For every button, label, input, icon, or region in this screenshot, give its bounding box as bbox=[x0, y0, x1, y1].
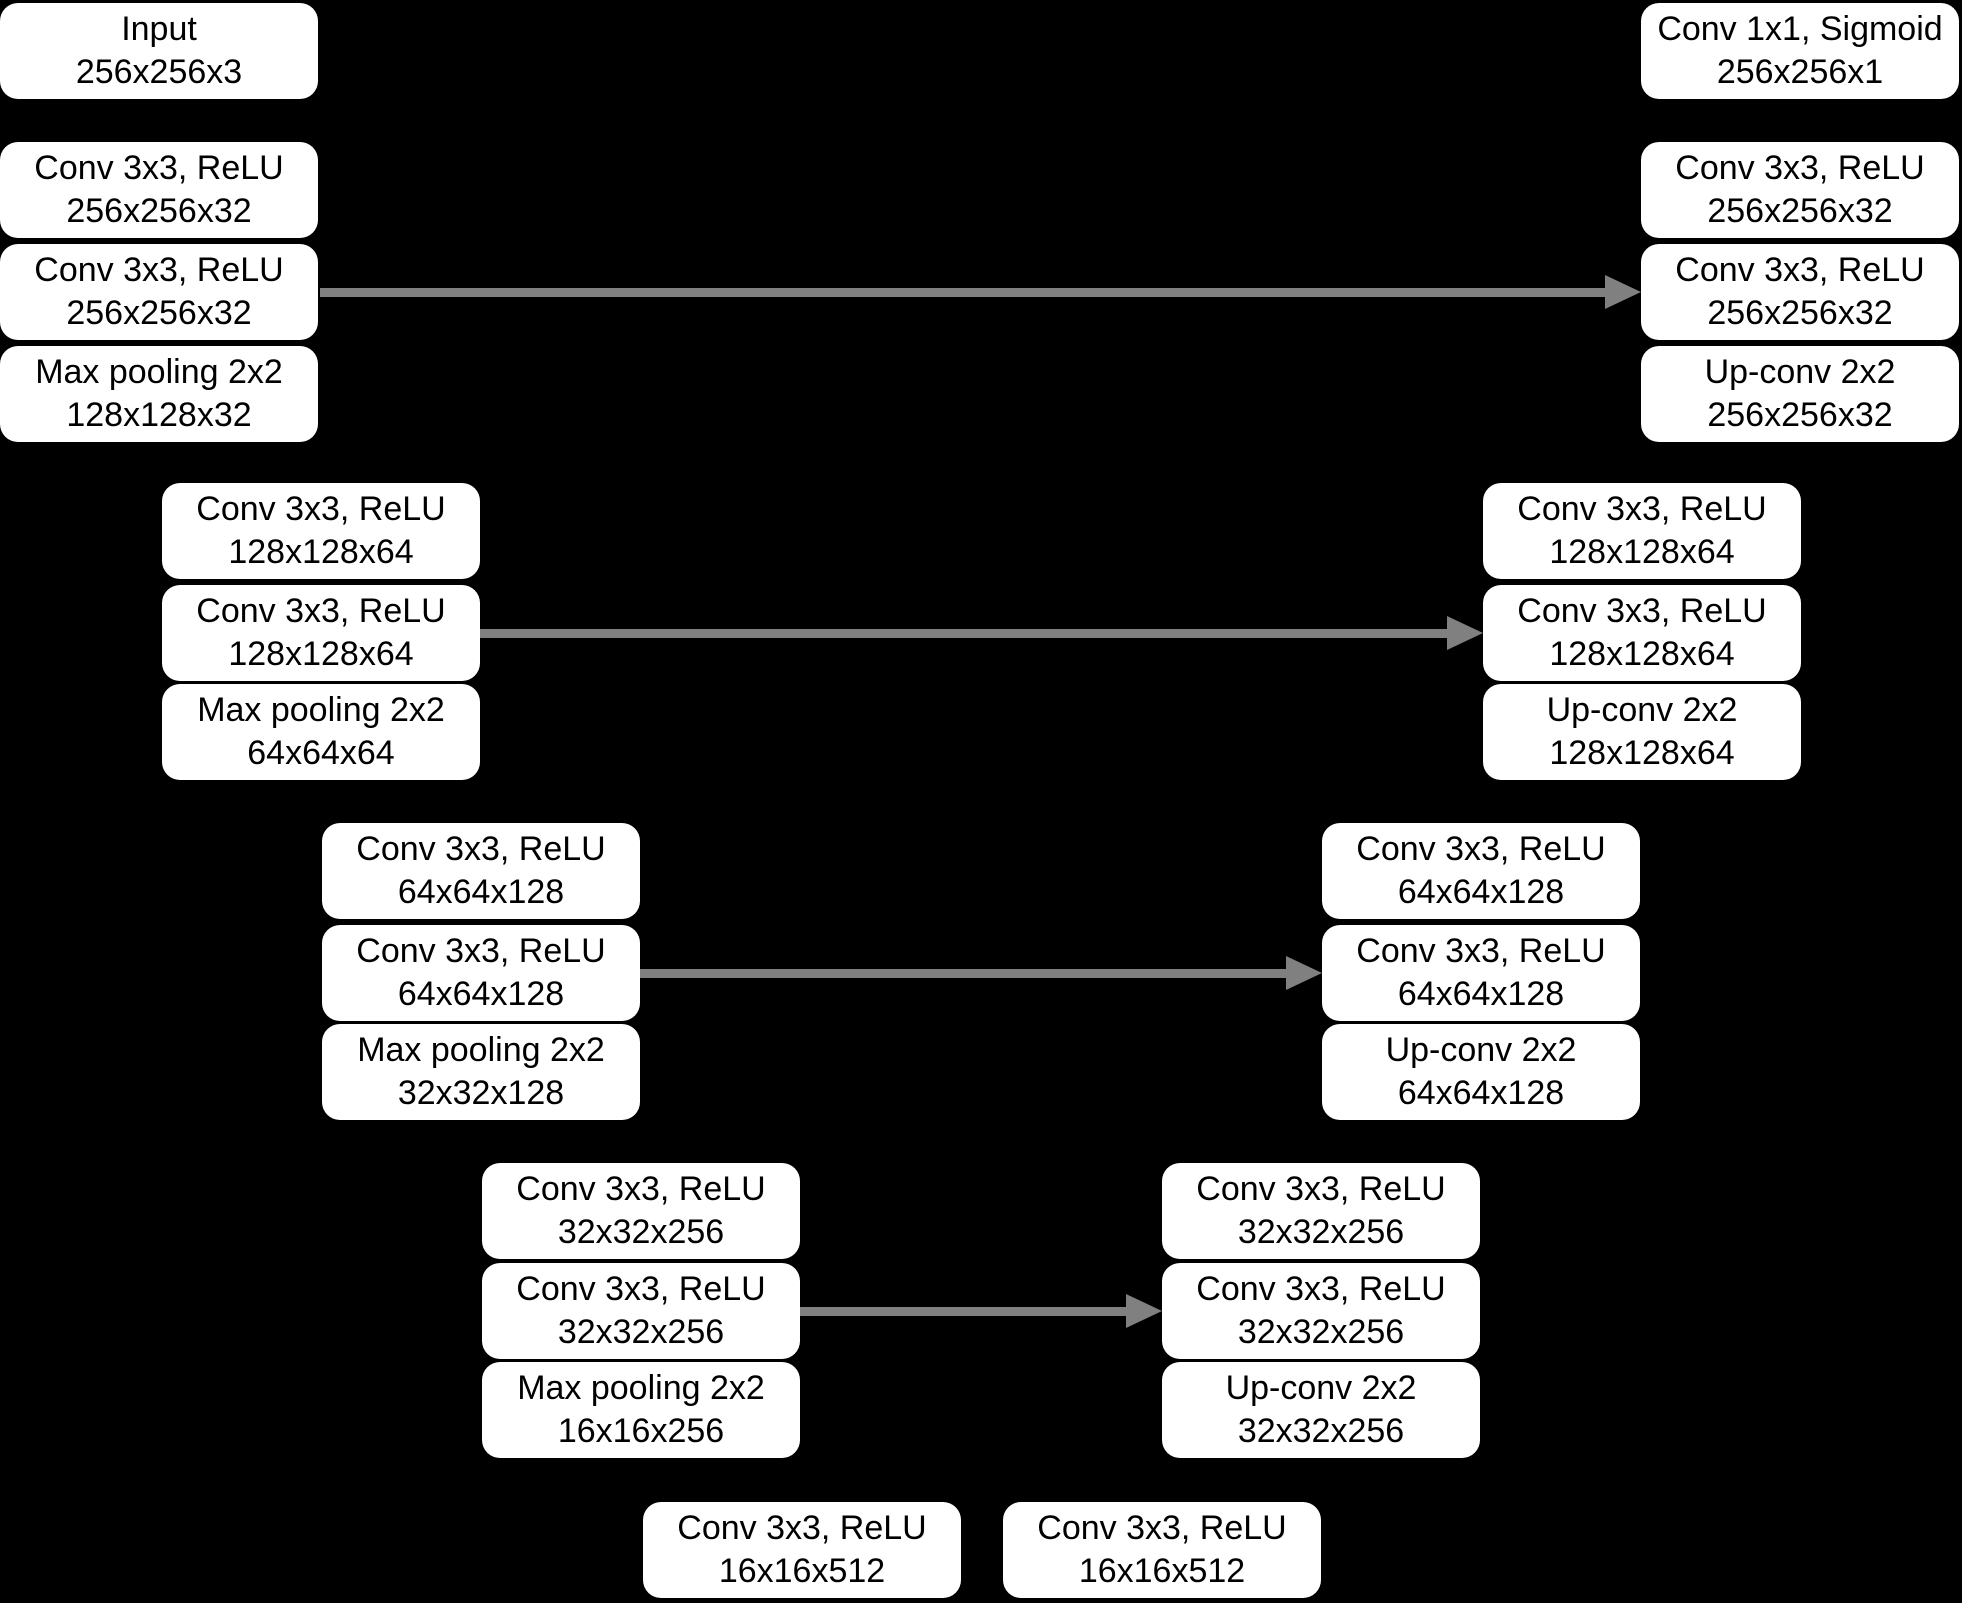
node-operation-label: Conv 3x3, ReLU bbox=[34, 149, 284, 187]
dec2-conv2-box: Conv 3x3, ReLU 128x128x64 bbox=[1483, 585, 1801, 681]
node-shape-label: 256x256x32 bbox=[1707, 192, 1893, 230]
node-operation-label: Conv 3x3, ReLU bbox=[516, 1170, 766, 1208]
node-operation-label: Up-conv 2x2 bbox=[1225, 1369, 1417, 1407]
node-operation-label: Conv 3x3, ReLU bbox=[516, 1270, 766, 1308]
dec2-conv1-box: Conv 3x3, ReLU 128x128x64 bbox=[1483, 483, 1801, 579]
dec3-upconv-box: Up-conv 2x2 64x64x128 bbox=[1322, 1024, 1640, 1120]
skip-connection-level3-arrow bbox=[640, 956, 1322, 990]
dec1-upconv-box: Up-conv 2x2 256x256x32 bbox=[1641, 346, 1959, 442]
node-operation-label: Conv 3x3, ReLU bbox=[1356, 932, 1606, 970]
node-shape-label: 128x128x64 bbox=[228, 533, 414, 571]
node-shape-label: 256x256x32 bbox=[66, 294, 252, 332]
node-shape-label: 64x64x128 bbox=[397, 975, 565, 1013]
node-operation-label: Conv 3x3, ReLU bbox=[1196, 1170, 1446, 1208]
arrow-shaft bbox=[480, 629, 1449, 638]
node-shape-label: 64x64x128 bbox=[1397, 975, 1565, 1013]
node-operation-label: Conv 3x3, ReLU bbox=[1517, 592, 1767, 630]
enc2-maxpool-box: Max pooling 2x2 64x64x64 bbox=[162, 684, 480, 780]
node-shape-label: 32x32x256 bbox=[557, 1213, 725, 1251]
enc2-conv2-box: Conv 3x3, ReLU 128x128x64 bbox=[162, 585, 480, 681]
node-operation-label: Input bbox=[121, 10, 197, 48]
node-operation-label: Conv 3x3, ReLU bbox=[677, 1509, 927, 1547]
arrow-head-icon bbox=[1126, 1294, 1162, 1328]
arrow-head-icon bbox=[1605, 275, 1641, 309]
enc1-maxpool-box: Max pooling 2x2 128x128x32 bbox=[0, 346, 318, 442]
node-operation-label: Conv 3x3, ReLU bbox=[34, 251, 284, 289]
node-shape-label: 128x128x64 bbox=[1549, 734, 1735, 772]
node-operation-label: Up-conv 2x2 bbox=[1704, 353, 1896, 391]
node-shape-label: 16x16x512 bbox=[1078, 1552, 1246, 1590]
node-shape-label: 64x64x128 bbox=[397, 873, 565, 911]
enc1-conv2-box: Conv 3x3, ReLU 256x256x32 bbox=[0, 244, 318, 340]
enc3-conv2-box: Conv 3x3, ReLU 64x64x128 bbox=[322, 925, 640, 1021]
dec4-conv2-box: Conv 3x3, ReLU 32x32x256 bbox=[1162, 1263, 1480, 1359]
node-operation-label: Conv 3x3, ReLU bbox=[1196, 1270, 1446, 1308]
enc3-maxpool-box: Max pooling 2x2 32x32x128 bbox=[322, 1024, 640, 1120]
node-operation-label: Conv 3x3, ReLU bbox=[1675, 251, 1925, 289]
enc1-conv1-box: Conv 3x3, ReLU 256x256x32 bbox=[0, 142, 318, 238]
node-shape-label: 64x64x128 bbox=[1397, 1074, 1565, 1112]
skip-connection-level1-arrow bbox=[320, 275, 1641, 309]
node-operation-label: Max pooling 2x2 bbox=[197, 691, 445, 729]
node-shape-label: 128x128x64 bbox=[228, 635, 414, 673]
enc2-conv1-box: Conv 3x3, ReLU 128x128x64 bbox=[162, 483, 480, 579]
node-operation-label: Conv 3x3, ReLU bbox=[196, 592, 446, 630]
node-shape-label: 32x32x256 bbox=[1237, 1313, 1405, 1351]
node-operation-label: Up-conv 2x2 bbox=[1385, 1031, 1577, 1069]
node-operation-label: Max pooling 2x2 bbox=[517, 1369, 765, 1407]
node-operation-label: Conv 3x3, ReLU bbox=[1517, 490, 1767, 528]
node-operation-label: Conv 3x3, ReLU bbox=[196, 490, 446, 528]
dec1-conv1-box: Conv 3x3, ReLU 256x256x32 bbox=[1641, 142, 1959, 238]
node-shape-label: 16x16x512 bbox=[718, 1552, 886, 1590]
dec4-conv1-box: Conv 3x3, ReLU 32x32x256 bbox=[1162, 1163, 1480, 1259]
arrow-shaft bbox=[800, 1307, 1128, 1316]
node-shape-label: 128x128x32 bbox=[66, 396, 252, 434]
node-shape-label: 32x32x256 bbox=[1237, 1213, 1405, 1251]
enc4-conv1-box: Conv 3x3, ReLU 32x32x256 bbox=[482, 1163, 800, 1259]
skip-connection-level2-arrow bbox=[480, 616, 1483, 650]
enc4-maxpool-box: Max pooling 2x2 16x16x256 bbox=[482, 1362, 800, 1458]
node-operation-label: Conv 3x3, ReLU bbox=[1675, 149, 1925, 187]
node-shape-label: 256x256x32 bbox=[1707, 396, 1893, 434]
node-shape-label: 128x128x64 bbox=[1549, 635, 1735, 673]
node-operation-label: Max pooling 2x2 bbox=[35, 353, 283, 391]
node-operation-label: Max pooling 2x2 bbox=[357, 1031, 605, 1069]
node-shape-label: 32x32x256 bbox=[1237, 1412, 1405, 1450]
output-box: Conv 1x1, Sigmoid 256x256x1 bbox=[1641, 3, 1959, 99]
enc3-conv1-box: Conv 3x3, ReLU 64x64x128 bbox=[322, 823, 640, 919]
dec3-conv2-box: Conv 3x3, ReLU 64x64x128 bbox=[1322, 925, 1640, 1021]
node-operation-label: Conv 3x3, ReLU bbox=[1037, 1509, 1287, 1547]
node-shape-label: 32x32x128 bbox=[397, 1074, 565, 1112]
input-box: Input 256x256x3 bbox=[0, 3, 318, 99]
node-operation-label: Up-conv 2x2 bbox=[1546, 691, 1738, 729]
node-shape-label: 256x256x32 bbox=[66, 192, 252, 230]
node-shape-label: 64x64x128 bbox=[1397, 873, 1565, 911]
dec3-conv1-box: Conv 3x3, ReLU 64x64x128 bbox=[1322, 823, 1640, 919]
node-operation-label: Conv 3x3, ReLU bbox=[1356, 830, 1606, 868]
enc4-conv2-box: Conv 3x3, ReLU 32x32x256 bbox=[482, 1263, 800, 1359]
node-operation-label: Conv 1x1, Sigmoid bbox=[1657, 10, 1943, 48]
bottleneck-conv1-box: Conv 3x3, ReLU 16x16x512 bbox=[643, 1502, 961, 1598]
dec1-conv2-box: Conv 3x3, ReLU 256x256x32 bbox=[1641, 244, 1959, 340]
arrow-shaft bbox=[640, 969, 1288, 978]
dec4-upconv-box: Up-conv 2x2 32x32x256 bbox=[1162, 1362, 1480, 1458]
node-operation-label: Conv 3x3, ReLU bbox=[356, 932, 606, 970]
bottleneck-conv2-box: Conv 3x3, ReLU 16x16x512 bbox=[1003, 1502, 1321, 1598]
node-shape-label: 64x64x64 bbox=[247, 734, 395, 772]
node-shape-label: 16x16x256 bbox=[557, 1412, 725, 1450]
node-shape-label: 256x256x1 bbox=[1716, 53, 1884, 91]
arrow-head-icon bbox=[1286, 956, 1322, 990]
node-shape-label: 32x32x256 bbox=[557, 1313, 725, 1351]
node-operation-label: Conv 3x3, ReLU bbox=[356, 830, 606, 868]
node-shape-label: 128x128x64 bbox=[1549, 533, 1735, 571]
dec2-upconv-box: Up-conv 2x2 128x128x64 bbox=[1483, 684, 1801, 780]
node-shape-label: 256x256x32 bbox=[1707, 294, 1893, 332]
node-shape-label: 256x256x3 bbox=[75, 53, 243, 91]
arrow-shaft bbox=[320, 288, 1607, 297]
skip-connection-level4-arrow bbox=[800, 1294, 1162, 1328]
arrow-head-icon bbox=[1447, 616, 1483, 650]
